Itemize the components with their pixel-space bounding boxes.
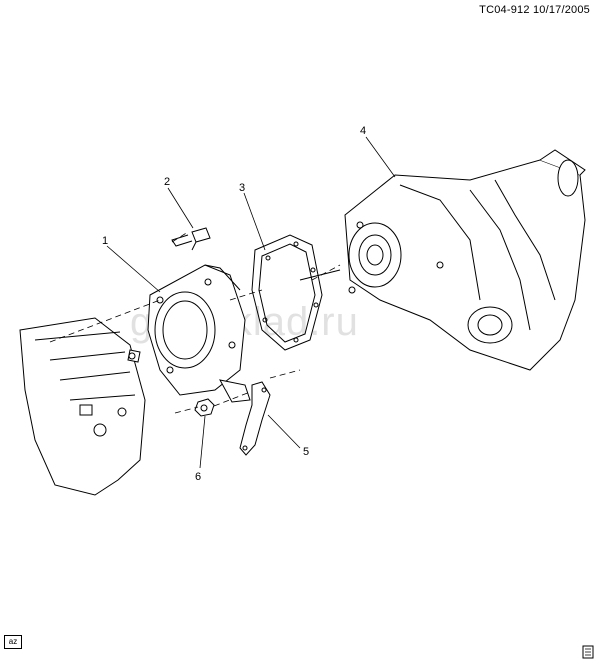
callout-2: 2 <box>164 176 170 188</box>
gasket <box>251 234 323 351</box>
callout-4: 4 <box>360 125 366 137</box>
adapter-housing <box>147 264 251 403</box>
leader-lines <box>106 136 396 469</box>
illustration-code: TC04-912 10/17/2005 <box>479 4 590 16</box>
callout-1: 1 <box>102 235 108 247</box>
transmission-case <box>19 317 146 496</box>
bracket <box>239 381 271 456</box>
book-icon <box>582 645 594 659</box>
transfer-case <box>299 149 586 371</box>
language-badge: az <box>4 635 22 649</box>
bolt <box>171 227 211 251</box>
callout-6: 6 <box>195 471 201 483</box>
nut <box>194 398 215 417</box>
alignment-lines <box>49 231 341 414</box>
callout-5: 5 <box>303 446 309 458</box>
callout-3: 3 <box>239 182 245 194</box>
